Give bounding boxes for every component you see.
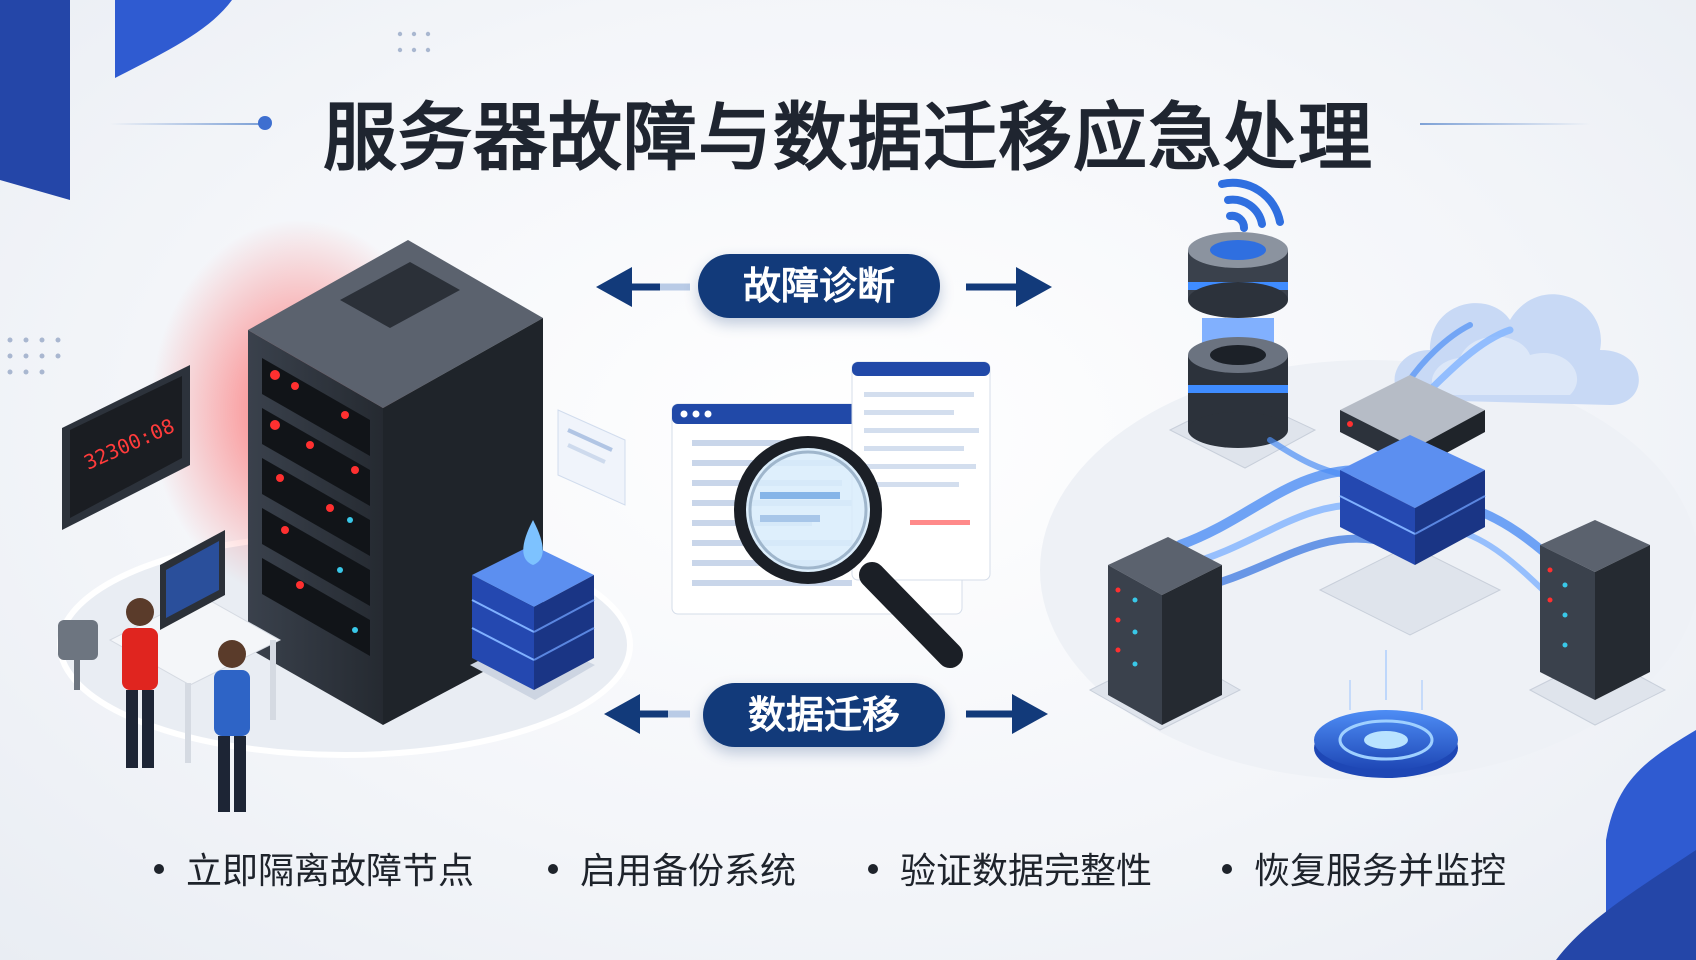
bullet-dot-icon bbox=[548, 864, 558, 874]
title-dot-left bbox=[258, 116, 272, 130]
wifi-icon bbox=[1218, 178, 1284, 232]
fault-diagnosis-label: 故障诊断 bbox=[698, 254, 940, 318]
floating-log-panel bbox=[557, 409, 626, 506]
list-item: 恢复服务并监控 bbox=[1222, 842, 1506, 894]
dot-grid-decoration bbox=[7, 31, 431, 375]
step-label: 立即隔离故障节点 bbox=[186, 851, 475, 892]
failing-server-rack bbox=[248, 240, 543, 725]
title-divider-left bbox=[110, 123, 260, 125]
list-item: 立即隔离故障节点 bbox=[154, 842, 474, 894]
error-monitor: 32300:08 bbox=[62, 365, 190, 530]
arrow-left-icon bbox=[604, 694, 690, 734]
bullet-dot-icon bbox=[1222, 864, 1232, 874]
arrow-right-icon bbox=[966, 694, 1048, 734]
list-item: 启用备份系统 bbox=[548, 842, 796, 894]
corner-shape-top-left bbox=[0, 0, 232, 200]
step-list: 立即隔离故障节点 启用备份系统 验证数据完整性 恢复服务并监控 bbox=[0, 842, 1696, 892]
page-title: 服务器故障与数据迁移应急处理 bbox=[323, 95, 1373, 181]
target-disc-icon bbox=[1314, 650, 1458, 778]
step-label: 启用备份系统 bbox=[580, 851, 797, 892]
server-rack-icon bbox=[1088, 537, 1242, 731]
technicians-at-desk bbox=[58, 530, 282, 812]
central-hub-server bbox=[1318, 375, 1502, 636]
step-label: 验证数据完整性 bbox=[900, 851, 1153, 892]
list-item: 验证数据完整性 bbox=[868, 842, 1152, 894]
arrow-left-icon bbox=[596, 267, 690, 307]
server-rack-icon bbox=[1528, 520, 1667, 726]
backup-storage-stack bbox=[470, 520, 595, 700]
arrow-right-icon bbox=[966, 267, 1052, 307]
data-migration-label: 数据迁移 bbox=[703, 683, 945, 747]
bullet-dot-icon bbox=[154, 864, 164, 874]
title-divider-right bbox=[1420, 123, 1590, 125]
database-icon bbox=[1168, 232, 1317, 469]
step-label: 恢复服务并监控 bbox=[1254, 851, 1507, 892]
magnifier-icon bbox=[734, 436, 963, 668]
corner-shape-bottom-right bbox=[1556, 730, 1696, 960]
bullet-dot-icon bbox=[868, 864, 878, 874]
